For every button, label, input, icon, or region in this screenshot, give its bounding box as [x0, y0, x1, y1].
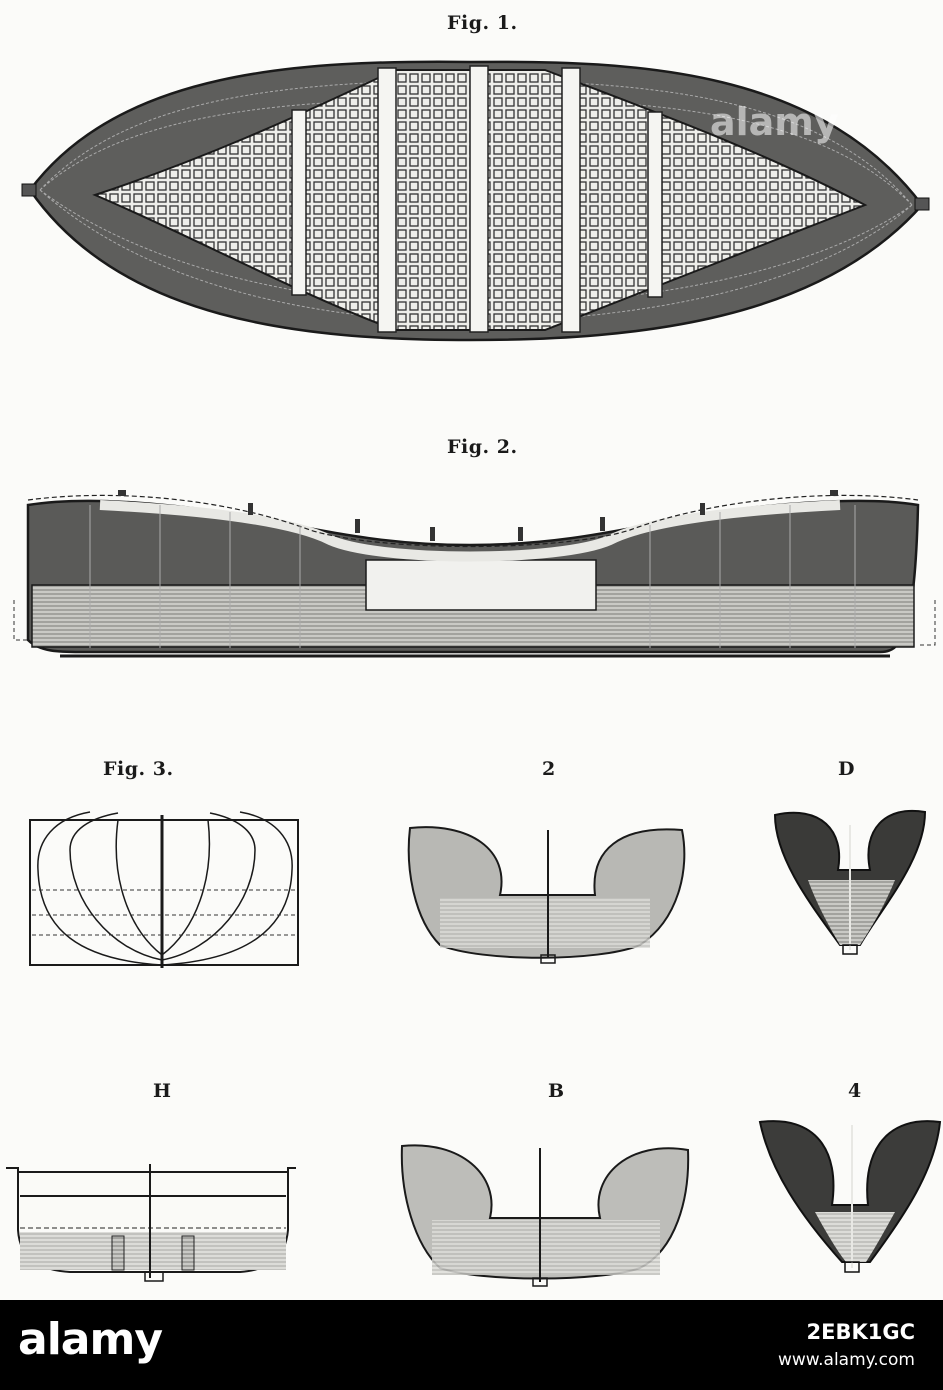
fig1-thwart-1: [377, 67, 397, 333]
fig2-sheer-dashed: [27, 494, 919, 548]
fig1-plan-view: [6, 60, 942, 1287]
fig1-thwart-5: [647, 111, 663, 298]
section-H-water: [20, 1232, 286, 1270]
section-B-label: B: [548, 1080, 565, 1102]
fig1-stern: [914, 197, 930, 211]
fig1-label: Fig. 1.: [447, 12, 518, 34]
fig2-projection-left: [13, 600, 30, 641]
fig2-label: Fig. 2.: [447, 436, 518, 458]
fig1-thwart-2: [469, 65, 489, 333]
fig3-frame-box: [29, 819, 299, 966]
section-4-body: [758, 1120, 942, 1263]
site-url[interactable]: www.alamy.com: [777, 1350, 915, 1370]
fig1-thwart-3: [561, 67, 581, 333]
footer-bar: alamy 2EBK1GC www.alamy.com: [0, 1300, 943, 1390]
section-B-lower: [432, 1220, 660, 1275]
section-H-rail-left: [6, 1167, 19, 1180]
section-4-label: 4: [848, 1080, 862, 1102]
fig2-projection-right: [918, 600, 936, 646]
image-reference: 2EBK1GC www.alamy.com: [778, 1320, 915, 1370]
fig1-stem: [21, 183, 37, 197]
fig3-section-curves: [37, 811, 293, 966]
section-D-label: D: [838, 758, 855, 780]
section-H-keel: [144, 1271, 164, 1282]
section-H-rail-right: [287, 1167, 296, 1180]
image-id: 2EBK1GC: [806, 1320, 916, 1344]
engraving-plate: Fig. 1.: [6, 12, 942, 1287]
fig2-center-chamber: [365, 559, 597, 611]
section-D-water: [808, 880, 895, 945]
fig3-waterlines: [32, 889, 296, 936]
section-H-label: H: [153, 1080, 172, 1102]
section-B-keel: [532, 1277, 548, 1287]
section-4-water: [815, 1212, 895, 1262]
watermark: alamy: [710, 100, 839, 144]
section-2-lower: [440, 898, 650, 948]
section-2-label: 2: [542, 758, 556, 780]
brand-logo: alamy: [18, 1314, 163, 1365]
section-4-keel: [844, 1261, 860, 1273]
fig2-gunwale: [99, 500, 841, 562]
section-D-keel: [842, 944, 858, 955]
section-2-keel: [540, 954, 556, 964]
fig3-label: Fig. 3.: [103, 758, 174, 780]
fig1-plank-lines: [39, 79, 913, 323]
fig2-rowlocks: [118, 490, 838, 541]
fig2-frames: [89, 505, 856, 648]
section-H-tank-right: [181, 1235, 195, 1271]
fig1-thwart-4: [291, 109, 307, 296]
section-H-tank-left: [111, 1235, 125, 1271]
